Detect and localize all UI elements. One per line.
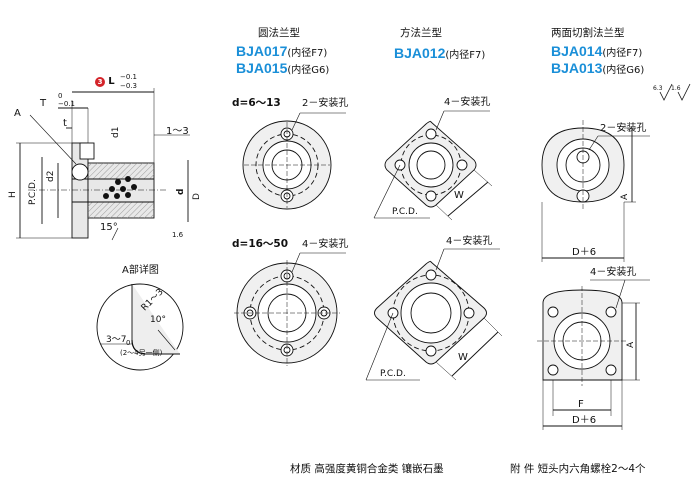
ref-3-marker: 3 L [95, 76, 115, 87]
L-tol-lower: −0.3 [120, 82, 137, 90]
dim-1-3: 1～3 [166, 126, 189, 137]
square-flange-title: 方法兰型 [400, 27, 442, 39]
cut-holes-top: 2－安装孔 [600, 123, 647, 134]
A-label: A [14, 108, 21, 119]
roughness-1-6: 1.6 [172, 231, 184, 239]
cut-A-large: A [626, 341, 636, 348]
accessory-note: 附 件 短头内六角螺栓2～4个 [510, 463, 646, 475]
round-flange-title: 圆法兰型 [258, 27, 300, 39]
round-flange-2hole [242, 112, 346, 210]
detail-a-title: A部详图 [122, 265, 159, 276]
H-label: H [8, 191, 18, 198]
code-bja012[interactable]: BJA012(内径F7) [394, 45, 486, 61]
cut-flange-large [537, 279, 650, 430]
detail-a-view [96, 283, 184, 371]
variant-small-label: d=6～13 [232, 97, 281, 109]
square-W-large: W [458, 352, 468, 363]
roughness-b: 1.6 [671, 85, 681, 92]
cut-flange-title: 两面切割法兰型 [551, 27, 625, 39]
code-bja014[interactable]: BJA014(内径F7) [551, 43, 643, 59]
T-label: T [40, 98, 47, 109]
d1-label: d1 [111, 126, 121, 138]
square-flange-small [373, 110, 493, 221]
t-label: t [63, 118, 67, 129]
d2-label: d2 [46, 170, 56, 182]
T-tol-upper: 0 [58, 92, 63, 100]
variant-large-label: d=16～50 [232, 238, 289, 250]
T-tol-lower: −0.1 [58, 100, 75, 108]
code-bja013[interactable]: BJA013(内径G6) [551, 60, 645, 76]
detail-angle: 10° [150, 315, 166, 325]
variant-small-holes: 2－安装孔 [302, 98, 349, 109]
detail-note: (2～4另一侧) [120, 349, 163, 357]
square-W-small: W [454, 190, 464, 201]
code-bja017[interactable]: BJA017(内径F7) [236, 43, 328, 59]
angle-15: 15° [100, 222, 118, 233]
roughness-symbols [659, 83, 691, 101]
detail-zero: 0 [126, 339, 131, 347]
PCD-label: P.C.D. [28, 179, 38, 205]
bushing-section-view [16, 88, 190, 241]
code-bja015[interactable]: BJA015(内径G6) [236, 60, 330, 76]
variant-large-holes: 4－安装孔 [302, 239, 349, 250]
roughness-a: 6.3 [653, 85, 663, 92]
cut-D6-small: D＋6 [572, 247, 597, 258]
graphite-plugs [103, 176, 137, 199]
square-pcd-small: P.C.D. [392, 207, 418, 217]
L-tol-upper: −0.1 [120, 73, 137, 81]
material-note: 材质 高强度黄铜合金类 镶嵌石墨 [290, 463, 444, 475]
cut-F: F [578, 399, 584, 410]
square-pcd-large: P.C.D. [380, 369, 406, 379]
cut-holes-bottom: 4－安装孔 [590, 267, 637, 278]
square-holes-bottom: 4－安装孔 [446, 236, 493, 247]
cut-D6-large: D＋6 [572, 415, 597, 426]
D-label: D [192, 193, 202, 200]
round-flange-4hole [234, 252, 346, 366]
cut-A-small: A [620, 193, 630, 200]
d-label: d [176, 188, 186, 195]
square-flange-large [365, 248, 503, 381]
detail-dim: 3～7 [106, 335, 127, 345]
square-holes-top: 4－安装孔 [444, 97, 491, 108]
cut-flange-small [541, 120, 650, 262]
